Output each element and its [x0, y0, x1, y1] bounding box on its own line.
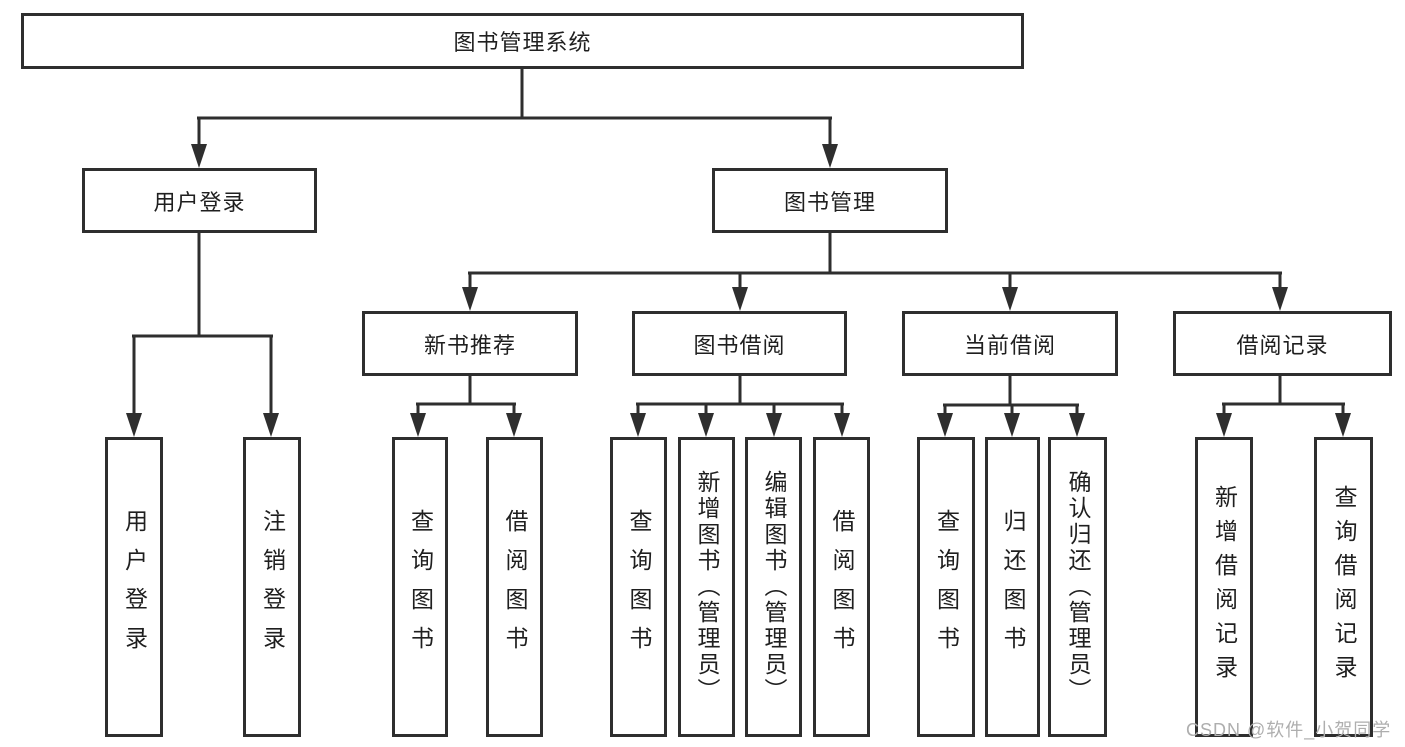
leaf-label: 查询图书: [933, 509, 960, 665]
leaf-confirm-return-admin: 确认归还（管理员）: [1048, 437, 1107, 737]
leaf-label: 确认归还（管理员）: [1065, 470, 1091, 704]
node-label: 图书管理: [783, 189, 876, 215]
leaf-add-borrow-record: 新增借阅记录: [1195, 437, 1253, 737]
leaf-query-borrow-record: 查询借阅记录: [1314, 437, 1373, 737]
leaf-label: 新增借阅记录: [1211, 485, 1238, 689]
leaf-add-book-admin: 新增图书（管理员）: [678, 437, 735, 737]
node-user-login: 用户登录: [82, 168, 317, 233]
leaf-return-book: 归还图书: [985, 437, 1040, 737]
node-book-management: 图书管理: [712, 168, 948, 233]
node-borrow-records: 借阅记录: [1173, 311, 1392, 376]
leaf-borrow-book: 借阅图书: [813, 437, 870, 737]
leaf-query-book-current: 查询图书: [917, 437, 975, 737]
edges-user-login: [126, 233, 279, 437]
leaf-label: 注销登录: [259, 509, 286, 665]
leaf-query-book-recommend: 查询图书: [392, 437, 448, 737]
edges-new-book-recommend: [410, 376, 522, 437]
leaf-label: 查询图书: [407, 509, 434, 665]
leaf-logout: 注销登录: [243, 437, 301, 737]
leaf-label: 新增图书（管理员）: [694, 470, 720, 704]
node-label: 图书借阅: [693, 332, 786, 358]
leaf-label: 借阅图书: [829, 509, 855, 665]
edges-borrow-records: [1216, 376, 1351, 437]
leaf-label: 归还图书: [1000, 509, 1026, 665]
edges-root: [191, 69, 838, 168]
leaf-label: 用户登录: [121, 509, 148, 665]
node-label: 借阅记录: [1236, 332, 1329, 358]
leaf-user-login: 用户登录: [105, 437, 163, 737]
node-label: 新书推荐: [423, 332, 516, 358]
node-book-borrow: 图书借阅: [632, 311, 847, 376]
node-new-book-recommend: 新书推荐: [362, 311, 578, 376]
leaf-edit-book-admin: 编辑图书（管理员）: [745, 437, 802, 737]
leaf-label: 编辑图书（管理员）: [761, 470, 787, 704]
csdn-watermark: CSDN @软件_小贺同学: [1186, 720, 1392, 740]
edges-book-borrow: [630, 376, 850, 437]
leaf-query-book-borrow: 查询图书: [610, 437, 667, 737]
edges-book-management: [462, 233, 1288, 311]
node-label: 图书管理系统: [453, 30, 592, 55]
node-library-management-system: 图书管理系统: [21, 13, 1024, 69]
leaf-label: 查询借阅记录: [1331, 485, 1357, 689]
leaf-borrow-book-recommend: 借阅图书: [486, 437, 543, 737]
leaf-label: 借阅图书: [502, 509, 528, 665]
edges-current-borrow: [937, 376, 1085, 437]
leaf-label: 查询图书: [626, 509, 652, 665]
node-label: 当前借阅: [963, 332, 1056, 358]
node-current-borrow: 当前借阅: [902, 311, 1118, 376]
node-label: 用户登录: [153, 189, 246, 215]
